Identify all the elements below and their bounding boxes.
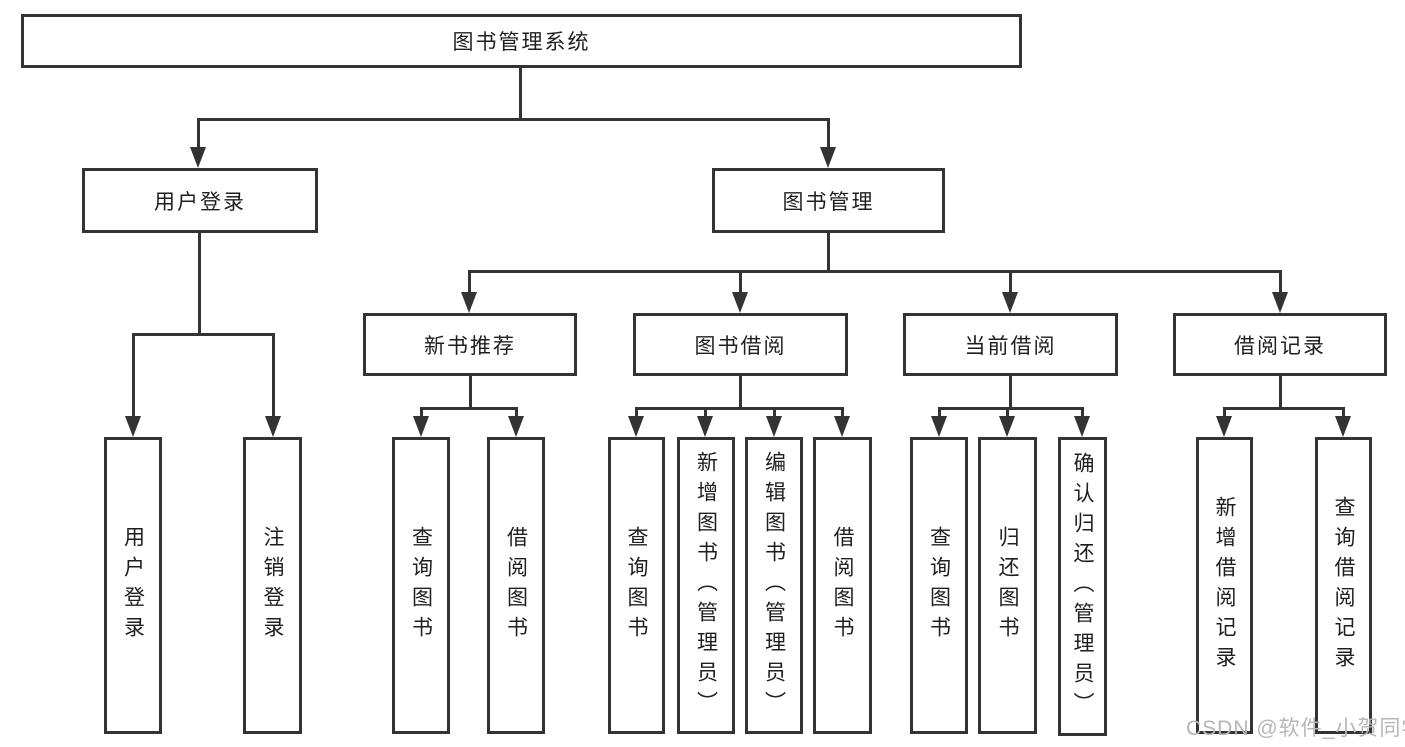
node-leaf-record-add: 新增借阅记录 [1196,437,1253,734]
node-leaf-user-login: 用户登录 [104,437,162,734]
connector-line [1223,407,1226,417]
arrow-down-icon [1002,292,1018,313]
arrow-down-icon [628,416,644,437]
connector-line [635,407,844,410]
connector-line [739,270,742,293]
connector-line [197,118,830,121]
arrow-down-icon [461,292,477,313]
connector-line [420,407,518,410]
node-user-login: 用户登录 [82,168,318,233]
arrow-down-icon [1272,292,1288,313]
arrow-down-icon [265,416,281,437]
leaf-label: 注销登录 [261,525,284,646]
node-root: 图书管理系统 [21,14,1022,68]
arrow-down-icon [697,416,713,437]
leaf-label: 查询借阅记录 [1332,495,1355,676]
node-current-borrow: 当前借阅 [903,313,1118,376]
connector-line [938,407,1084,410]
arrow-down-icon [931,416,947,437]
connector-line [198,233,201,336]
node-book-borrow-label: 图书借阅 [694,334,787,358]
connector-line [1006,407,1009,417]
node-leaf-newrec-borrow-book: 借阅图书 [487,437,545,734]
connector-line [1081,407,1084,417]
node-leaf-borrow-add-book: 新增图书（管理员） [677,437,735,734]
leaf-label: 新增图书（管理员） [694,450,718,721]
connector-line [420,407,423,417]
node-user-login-label: 用户登录 [154,190,246,214]
connector-line [938,407,941,417]
arrow-down-icon [125,416,141,437]
connector-line [272,333,275,417]
node-borrow-record: 借阅记录 [1173,313,1387,376]
leaf-label: 新增借阅记录 [1213,495,1236,676]
arrow-down-icon [1074,416,1090,437]
connector-line [739,376,742,410]
connector-line [197,118,200,148]
arrow-down-icon [508,416,524,437]
node-borrow-record-label: 借阅记录 [1234,334,1326,358]
connector-line [515,407,518,417]
arrow-down-icon [1216,416,1232,437]
connector-line [468,270,471,293]
connector-line [1279,270,1282,293]
connector-line [132,333,135,417]
connector-line [1279,376,1282,410]
leaf-label: 查询图书 [409,525,433,646]
connector-line [1342,407,1345,417]
arrow-down-icon [766,416,782,437]
node-root-label: 图书管理系统 [452,31,591,54]
node-current-borrow-label: 当前借阅 [964,334,1057,358]
connector-line [469,376,472,410]
connector-line [132,333,275,336]
node-leaf-borrow-borrow-book: 借阅图书 [813,437,872,734]
arrow-down-icon [999,416,1015,437]
node-book-borrow: 图书借阅 [633,313,848,376]
connector-line [1223,407,1345,410]
arrow-down-icon [820,147,836,168]
node-new-book-rec-label: 新书推荐 [424,334,516,358]
leaf-label: 查询图书 [927,525,951,646]
connector-line [635,407,638,417]
connector-line [827,233,830,273]
leaf-label: 查询图书 [625,525,648,646]
arrow-down-icon [1335,416,1351,437]
node-new-book-rec: 新书推荐 [363,313,577,376]
node-leaf-record-query: 查询借阅记录 [1315,437,1372,734]
node-book-mgmt: 图书管理 [712,168,945,233]
node-leaf-borrow-edit-book: 编辑图书（管理员） [745,437,803,734]
node-book-mgmt-label: 图书管理 [782,190,875,214]
leaf-label: 归还图书 [996,525,1019,646]
leaf-label: 借阅图书 [831,525,854,646]
arrow-down-icon [732,292,748,313]
node-leaf-borrow-query-book: 查询图书 [608,437,665,734]
watermark-text: CSDN @软件_小贺同学 [1186,717,1405,740]
node-leaf-current-return-book: 归还图书 [978,437,1037,734]
leaf-label: 用户登录 [121,525,145,646]
connector-line [841,407,844,417]
node-leaf-current-query-book: 查询图书 [910,437,968,734]
leaf-label: 借阅图书 [504,525,528,646]
leaf-label: 编辑图书（管理员） [762,450,786,721]
leaf-label: 确认归还（管理员） [1071,451,1094,722]
connector-line [773,407,776,417]
node-leaf-user-logout: 注销登录 [243,437,302,734]
arrow-down-icon [413,416,429,437]
node-leaf-newrec-query-book: 查询图书 [392,437,450,734]
arrow-down-icon [190,147,206,168]
node-leaf-current-confirm-return: 确认归还（管理员） [1058,437,1107,736]
connector-line [704,407,707,417]
connector-line [827,118,830,148]
connector-line [1009,270,1012,293]
connector-line [519,67,522,121]
arrow-down-icon [834,416,850,437]
connector-line [1009,376,1012,410]
connector-line [468,270,1281,273]
